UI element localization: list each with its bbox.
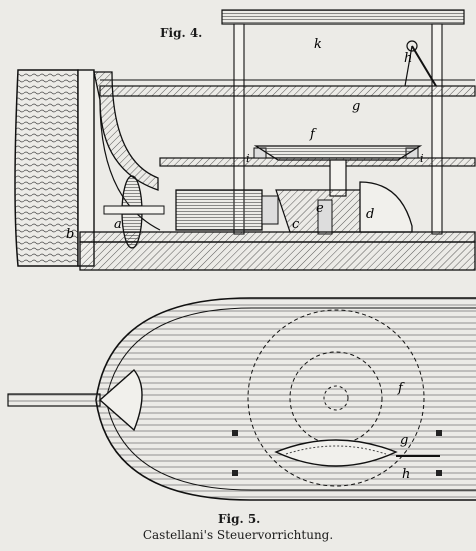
label-h: h [404, 51, 412, 66]
figure-5-label: Fig. 5. [218, 512, 261, 526]
figure-caption: Castellani's Steuervorrichtung. [142, 528, 334, 542]
label-a: a [114, 217, 122, 232]
figure-4-label: Fig. 4. [160, 26, 203, 40]
bow-wood-block [14, 69, 79, 267]
rudder-shaft [7, 393, 101, 407]
label-g-plan: g [400, 433, 408, 448]
label-e: e [316, 201, 324, 216]
figure-5-plan-view: f g h [7, 297, 476, 501]
lever-rod [411, 45, 437, 87]
label-i-left: i [246, 152, 250, 165]
label-h-plan: h [402, 467, 410, 482]
label-c: c [292, 217, 300, 232]
upper-deck-beam [99, 85, 476, 97]
figure-4-side-section: k h g f i i a b c e d [14, 9, 476, 271]
label-f-plan: f [397, 381, 405, 396]
segment-g [274, 439, 398, 467]
label-b: b [66, 227, 74, 242]
keel [79, 231, 476, 243]
hull-bottom [79, 241, 476, 271]
label-d: d [366, 207, 374, 222]
lever-pivot [406, 40, 418, 52]
rudder-quadrant [98, 368, 143, 432]
bracket [359, 181, 413, 233]
label-k: k [314, 37, 322, 52]
label-i-right: i [420, 152, 424, 165]
hull-outline [95, 297, 476, 501]
wheel-outline-circle [247, 309, 425, 487]
drive-cylinder [175, 189, 263, 231]
label-g: g [352, 99, 360, 114]
steering-wheel-disc [253, 145, 423, 161]
top-deck-plate [221, 9, 465, 25]
label-f: f [309, 127, 317, 142]
curved-hull-section [93, 71, 159, 191]
frame-post-right [431, 23, 443, 235]
